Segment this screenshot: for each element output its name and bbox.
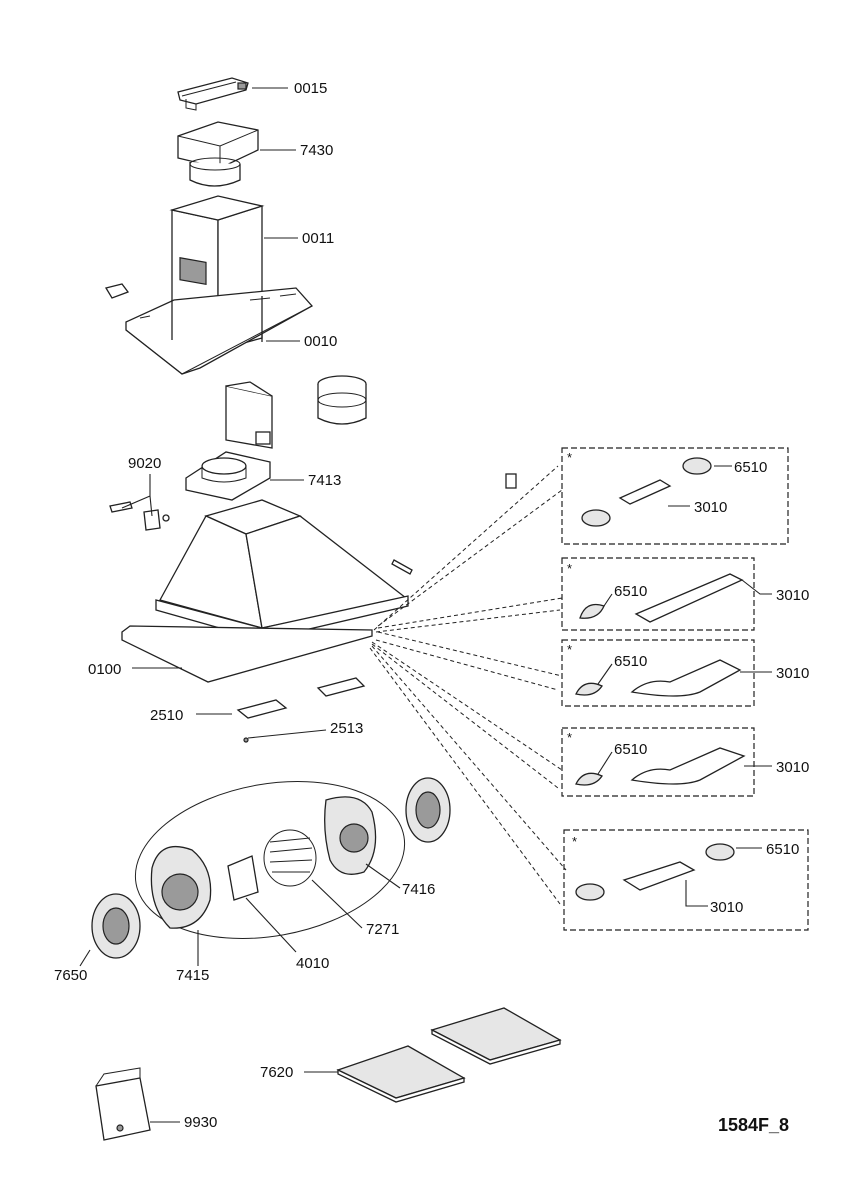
part-9930-accessory-bag <box>95 1067 151 1141</box>
part-7415-blower-housing-left <box>150 845 212 929</box>
option-rays <box>369 465 567 905</box>
box4-parts <box>575 747 746 786</box>
callout-3010: 3010 <box>776 759 809 776</box>
part-2513-screw <box>243 737 249 743</box>
box3-parts <box>575 659 742 697</box>
part-7271-fan-wheel <box>263 829 317 887</box>
callout-7413: 7413 <box>308 472 341 489</box>
callout-6510: 6510 <box>614 583 647 600</box>
part-filter-box <box>225 381 273 449</box>
callout-7416: 7416 <box>402 881 435 898</box>
option-marker: * <box>567 642 572 657</box>
callout-7650: 7650 <box>54 967 87 984</box>
callout-9930: 9930 <box>184 1114 217 1131</box>
part-cable-connector <box>391 473 517 575</box>
part-7650-grille-left <box>91 893 141 959</box>
box1-parts <box>581 457 712 527</box>
option-box-5 <box>563 829 809 931</box>
callout-3010: 3010 <box>710 899 743 916</box>
part-7416-blower-housing-right <box>324 796 377 875</box>
option-marker: * <box>567 450 572 465</box>
part-0015-bracket <box>177 77 249 111</box>
callout-6510: 6510 <box>614 653 647 670</box>
callout-6510: 6510 <box>614 741 647 758</box>
option-box-4 <box>561 727 755 797</box>
callout-7620: 7620 <box>260 1064 293 1081</box>
callout-3010: 3010 <box>776 665 809 682</box>
callout-0100: 0100 <box>88 661 121 678</box>
callout-6510: 6510 <box>766 841 799 858</box>
option-markers: * * * * * <box>567 450 577 849</box>
part-7413-motor-plate <box>185 451 271 501</box>
part-0010-lower-chimney <box>125 287 314 375</box>
leader-lines <box>79 87 772 1123</box>
callout-9020: 9020 <box>128 455 161 472</box>
option-box-3 <box>561 639 755 707</box>
callout-labels: 0015 7430 0011 0010 9020 7413 6510 3010 … <box>54 80 809 1131</box>
callout-0015: 0015 <box>294 80 327 97</box>
option-marker: * <box>567 561 572 576</box>
option-box-1 <box>561 447 789 545</box>
part-chimney-clip <box>104 283 130 299</box>
callout-7415: 7415 <box>176 967 209 984</box>
callout-3010: 3010 <box>776 587 809 604</box>
option-marker: * <box>572 834 577 849</box>
part-4010-motor <box>227 855 259 901</box>
part-duct-ring <box>317 375 367 425</box>
callout-7430: 7430 <box>300 142 333 159</box>
callout-0011: 0011 <box>302 230 334 247</box>
option-box-2 <box>561 557 755 631</box>
callout-4010: 4010 <box>296 955 329 972</box>
callout-6510: 6510 <box>734 459 767 476</box>
callout-2510: 2510 <box>150 707 183 724</box>
part-hood-canopy <box>155 499 409 641</box>
callout-3010: 3010 <box>694 499 727 516</box>
part-7620-grease-filters <box>336 1007 562 1103</box>
part-7650-grille-right <box>405 777 451 843</box>
part-7430-air-adapter <box>177 121 259 187</box>
option-marker: * <box>567 730 572 745</box>
callout-7271: 7271 <box>366 921 399 938</box>
blower-assembly-outline <box>134 781 406 939</box>
box5-parts <box>575 843 735 901</box>
callout-2513: 2513 <box>330 720 363 737</box>
part-2510-grease-filter-clip <box>236 677 366 719</box>
callout-0010: 0010 <box>304 333 337 350</box>
part-0100-trim-strip <box>121 625 373 683</box>
part-9020-fixing-set <box>109 501 170 531</box>
document-reference: 1584F_8 <box>718 1115 789 1135</box>
box2-parts <box>579 573 744 623</box>
